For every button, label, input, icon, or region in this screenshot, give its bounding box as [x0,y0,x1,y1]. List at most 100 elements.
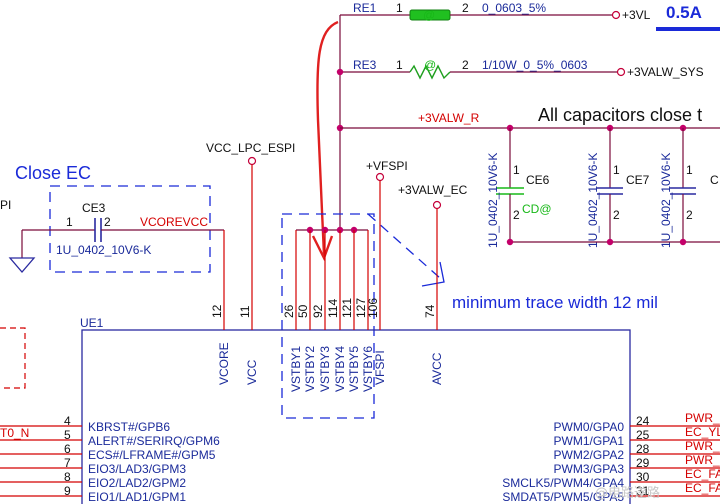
right-pin-number: 30 [636,470,650,484]
left-pin-number: 7 [64,456,71,470]
left-pins: 4 KBRST#/GPB6 T0_N 5 ALERT#/SERIRQ/GPM6 6 ECS#… [0,414,220,504]
right-pin-name: PWM2/GPA2 [554,448,625,462]
close-ec-note: Close EC [15,163,91,183]
ce8-pin2: 2 [686,208,693,222]
top-pin-number: 114 [326,299,340,318]
left-pin-name: KBRST#/GPB6 [88,420,170,434]
ce6-ref: CE6 [526,173,550,187]
left-pin-number: 4 [64,414,71,428]
top-pin-name: VSTBY1 [289,346,303,392]
top-pin-name: VFSPI [373,350,387,385]
re1-pin2: 2 [462,1,469,15]
left-pin-name: ECS#/LFRAME#/GPM5 [88,448,216,462]
top-pin-name: AVCC [430,352,444,385]
re3-net-port [616,67,626,77]
avcc-label: +3VALW_EC [398,183,468,197]
right-pin-name: PWM0/GPA0 [554,420,625,434]
right-pin-net: EC_FA [685,467,720,481]
left-pin-name: ALERT#/SERIRQ/GPM6 [88,434,220,448]
right-pin-net: PWR_ [685,453,720,467]
chip-ref: UE1 [80,316,104,330]
re3-pin1: 1 [396,58,403,72]
junction-ce8-bottom [679,238,687,246]
vcc-lpc-espi-label: VCC_LPC_ESPI [206,141,295,155]
re3-at-mark: @ [424,58,436,72]
current-annotation: 0.5A [666,3,702,22]
highlight-arrow [316,20,339,256]
top-pin-number: 92 [311,304,325,318]
vfspi-port [375,172,385,182]
right-pin-number: 31 [636,484,650,498]
ce7-value: 1U_0402_10V6-K [586,153,600,248]
top-pin-name: VSTBY5 [347,346,361,392]
left-pin-name: EIO1/LAD1/GPM1 [88,490,186,504]
ce7: 1 2 CE7 1U_0402_10V6-K [586,128,650,248]
ce8-ref: C [710,173,719,187]
rail-junction-re3 [336,68,344,76]
top-pin-number: 74 [423,304,437,318]
left-pin-number: 8 [64,470,71,484]
junction-ce6-bottom [506,238,514,246]
ce3-value: 1U_0402_10V6-K [56,243,151,257]
right-pin-net: PWR_ [685,411,720,425]
vfspi-label: +VFSPI [366,159,408,173]
left-pin-name: EIO2/LAD2/GPM2 [88,476,186,490]
left-pin-number: 6 [64,442,71,456]
caps-close-note: All capacitors close t [538,105,702,125]
left-pin-net: T0_N [0,426,29,440]
watermark: @电路遂路 [595,485,660,501]
ce3-pin1: 1 [66,215,73,229]
right-pin-net: PWR_ [685,439,720,453]
top-pin-number: 26 [282,304,296,318]
left-offpage-box [0,327,26,389]
ce8-pin1: 1 [686,163,693,177]
right-pin-name: PWM1/GPA1 [554,434,625,448]
re1-branch: @ RE1 1 2 0_0603_5% +3VL [340,1,651,22]
top-pins: 12VCORE11VCC26VSTBY150VSTBY292VSTBY3114V… [210,164,444,392]
avcc-port [432,200,442,210]
top-pin-number: 106 [366,298,380,318]
ce6-pin2: 2 [513,208,520,222]
valw-r-rail: +3VALW_R [340,111,720,132]
top-pin-name: VSTBY6 [361,346,375,392]
re3-value: 1/10W_0_5%_0603 [482,58,588,72]
valw-r-label: +3VALW_R [418,111,480,125]
right-pin-net: EC_FA [685,481,720,495]
top-pin-number: 11 [238,305,252,318]
right-pin-number: 28 [636,442,650,456]
re3-branch: @ RE3 1 2 1/10W_0_5%_0603 +3VALW_SYS [340,58,704,80]
vcorevcc-net: VCOREVCC [140,215,208,229]
right-pin-net: EC_YL [685,425,720,439]
left-cut-net: PI [0,198,11,212]
ce3: CE3 1 2 1U_0402_10V6-K VCOREVCC [8,201,224,273]
ce7-pin2: 2 [613,208,620,222]
ce6-marker: CD@ [522,202,552,216]
right-pin-name: PWM3/GPA3 [554,462,625,476]
re3-ref: RE3 [353,58,377,72]
re1-pin1: 1 [396,1,403,15]
ce7-ref: CE7 [626,173,650,187]
left-pin-number: 5 [64,428,71,442]
top-pin-name: VSTBY3 [318,346,332,392]
re1-net-label: +3VL [622,8,651,22]
top-pin-number: 50 [296,304,310,318]
re1-value: 0_0603_5% [482,1,546,15]
ce8-value: 1U_0402_10V6-K [659,153,673,248]
ce3-pin2: 2 [104,215,111,229]
re1-at-mark: @ [423,8,435,22]
right-pins: 24PWM0/GPA0PWR_25PWM1/GPA1EC_YL28PWM2/GP… [502,411,720,504]
top-pin-name: VSTBY4 [333,346,347,392]
left-pin-number: 9 [64,484,71,498]
ground-symbol [8,257,36,273]
top-pin-name: VCC [245,359,259,385]
right-pin-name: SMDAT5/PWM5/GPA5 [502,490,624,504]
highlight-arrowhead [311,235,334,262]
left-pin-name: EIO3/LAD3/GPM3 [88,462,186,476]
top-pin-name: VSTBY2 [303,346,317,392]
vcc-lpc-espi-port [247,156,257,166]
re3-net-label: +3VALW_SYS [627,65,704,79]
top-pin-number: 12 [210,304,224,318]
top-pin-number: 121 [340,298,354,318]
re3-pin2: 2 [462,58,469,72]
